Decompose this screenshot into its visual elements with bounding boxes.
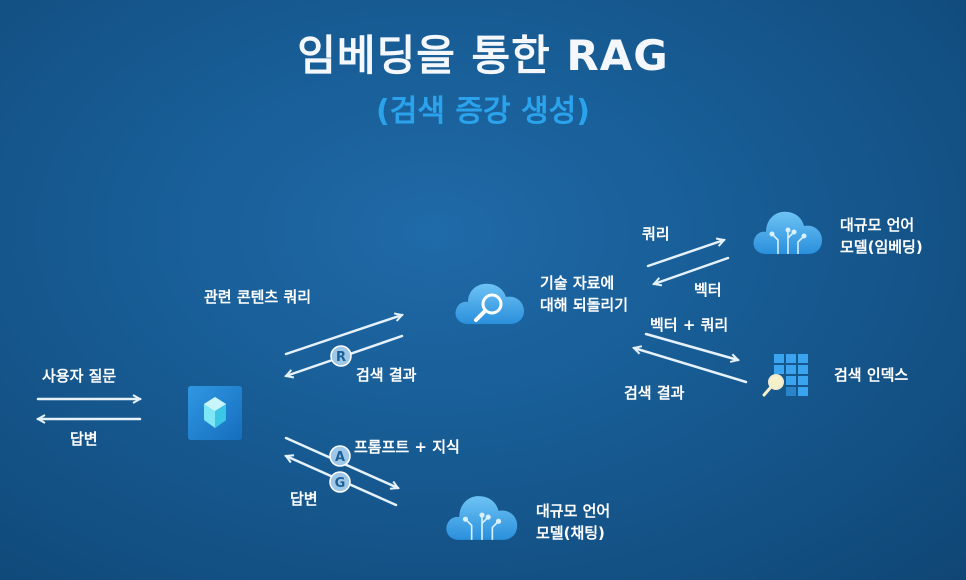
g-letter: G	[335, 476, 346, 491]
label-answer-left: 답변	[70, 430, 98, 448]
search-index-icon	[762, 354, 808, 397]
label-answer-mid: 답변	[290, 490, 318, 508]
app-cube-icon	[188, 386, 242, 440]
label-search-result-right: 검색 결과	[624, 384, 685, 402]
llm-embed-line2: 모델(임베딩)	[840, 238, 923, 256]
page-title: 임베딩을 통한 RAG	[297, 31, 669, 80]
rag-letter-badges: R A G	[329, 345, 352, 493]
g-badge	[329, 471, 351, 493]
search-cloud-icon	[455, 283, 524, 324]
label-prompt-knowledge: 프롬프트 + 지식	[354, 438, 460, 456]
page-subtitle: (검색 증강 생성)	[376, 94, 590, 129]
llm-embed-line1: 대규모 언어	[840, 216, 915, 234]
label-user-question: 사용자 질문	[42, 367, 117, 385]
arrow-vector	[654, 256, 730, 284]
label-query-top: 쿼리	[642, 225, 670, 243]
a-letter: A	[335, 450, 345, 465]
arrow-query-top	[646, 240, 724, 268]
label-vector-query: 벡터 + 쿼리	[650, 316, 729, 334]
llm-chat-line1: 대규모 언어	[536, 502, 611, 520]
arrow-vector-query	[644, 332, 738, 360]
label-llm-chat: 대규모 언어 모델(채팅)	[536, 500, 610, 544]
arrow-search-result-right	[634, 348, 748, 384]
llm-chat-cloud-icon	[446, 496, 518, 540]
label-llm-embedding: 대규모 언어 모델(임베딩)	[840, 214, 923, 258]
label-related-content-query: 관련 콘텐츠 쿼리	[204, 288, 312, 306]
label-search-node: 기술 자료에 대해 되돌리기	[540, 272, 628, 316]
llm-embedding-cloud-icon	[753, 211, 822, 254]
search-node-line1: 기술 자료에	[540, 274, 615, 292]
search-node-line2: 대해 되돌리기	[540, 296, 629, 314]
r-letter: R	[336, 350, 346, 365]
label-vector: 벡터	[694, 281, 722, 299]
a-badge	[329, 445, 351, 467]
r-badge	[330, 345, 352, 367]
arrow-related-query	[284, 315, 402, 356]
llm-chat-line2: 모델(채팅)	[536, 524, 605, 542]
label-search-index: 검색 인덱스	[834, 366, 909, 384]
label-search-result-mid: 검색 결과	[356, 366, 417, 384]
